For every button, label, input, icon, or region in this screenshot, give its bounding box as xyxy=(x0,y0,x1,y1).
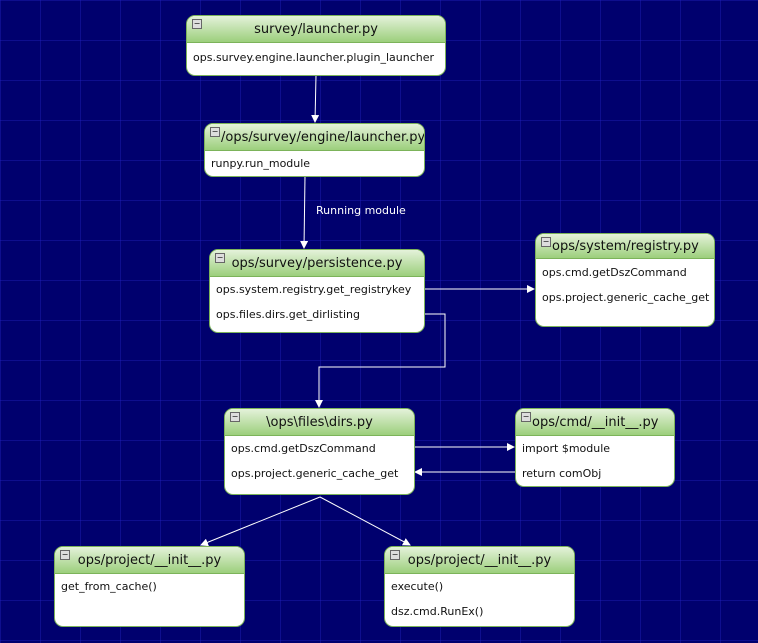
node-project-init-execute[interactable]: −ops/project/__init__.py execute() dsz.c… xyxy=(384,546,575,627)
node-item: ops.project.generic_cache_get xyxy=(231,467,399,480)
node-header: − \ops\files\dirs.py xyxy=(225,409,414,436)
edge-dirs-to-project-left xyxy=(200,496,321,547)
node-header: −/ops/survey/engine/launcher.py xyxy=(205,124,424,151)
node-item: dsz.cmd.RunEx() xyxy=(391,605,484,618)
collapse-icon[interactable]: − xyxy=(60,550,70,560)
node-item: ops.system.registry.get_registrykey xyxy=(216,283,412,296)
node-persistence[interactable]: −ops/survey/persistence.py ops.system.re… xyxy=(209,249,425,333)
node-title: ops/project/__init__.py xyxy=(407,553,552,568)
node-title: ops/survey/persistence.py xyxy=(231,256,403,271)
node-item: import $module xyxy=(522,442,611,455)
collapse-icon[interactable]: − xyxy=(521,412,531,422)
edge-label-running-module: Running module xyxy=(316,204,406,217)
node-item: execute() xyxy=(391,580,444,593)
node-title: /ops/survey/engine/launcher.py xyxy=(221,130,425,145)
node-header: −ops/system/registry.py xyxy=(536,234,714,259)
edge-engine-to-persistence xyxy=(300,175,309,249)
node-header: −ops/cmd/__init__.py xyxy=(516,409,674,436)
node-header: −ops/project/__init__.py xyxy=(385,547,574,574)
node-survey-launcher[interactable]: − survey/launcher.py ops.survey.engine.la… xyxy=(186,15,446,76)
node-title: ops/project/__init__.py xyxy=(77,553,222,568)
node-project-init-cache[interactable]: −ops/project/__init__.py get_from_cache(… xyxy=(54,546,245,627)
node-cmd-init[interactable]: −ops/cmd/__init__.py import $module retu… xyxy=(515,408,675,487)
collapse-icon[interactable]: − xyxy=(390,550,400,560)
node-registry[interactable]: −ops/system/registry.py ops.cmd.getDszCo… xyxy=(535,233,715,327)
node-engine-launcher[interactable]: −/ops/survey/engine/launcher.py runpy.ru… xyxy=(204,123,425,177)
node-item: get_from_cache() xyxy=(61,580,157,593)
node-header: − survey/launcher.py xyxy=(187,16,445,43)
node-header: −ops/project/__init__.py xyxy=(55,547,244,574)
node-dirs[interactable]: − \ops\files\dirs.py ops.cmd.getDszComman… xyxy=(224,408,415,495)
node-title: ops/system/registry.py xyxy=(552,239,699,254)
collapse-icon[interactable]: − xyxy=(215,253,225,263)
node-item: ops.project.generic_cache_get xyxy=(542,291,710,304)
node-title: \ops\files\dirs.py xyxy=(266,415,373,430)
node-item: ops.survey.engine.launcher.plugin_launch… xyxy=(193,51,435,64)
collapse-icon[interactable]: − xyxy=(230,412,240,422)
collapse-icon[interactable]: − xyxy=(541,237,551,247)
collapse-icon[interactable]: − xyxy=(210,127,220,137)
node-item: ops.cmd.getDszCommand xyxy=(231,442,376,455)
edge-dirs-to-project-right xyxy=(319,496,411,546)
node-title: ops/cmd/__init__.py xyxy=(532,415,659,430)
node-item: ops.cmd.getDszCommand xyxy=(542,266,687,279)
edge-persistence-to-dirs xyxy=(315,313,446,408)
collapse-icon[interactable]: − xyxy=(192,19,202,29)
node-item: ops.files.dirs.get_dirlisting xyxy=(216,308,360,321)
node-header: −ops/survey/persistence.py xyxy=(210,250,424,277)
node-item: runpy.run_module xyxy=(211,157,311,170)
node-title: survey/launcher.py xyxy=(254,22,378,37)
edge-launcher-to-engine xyxy=(311,74,320,123)
node-item: return comObj xyxy=(522,467,602,480)
